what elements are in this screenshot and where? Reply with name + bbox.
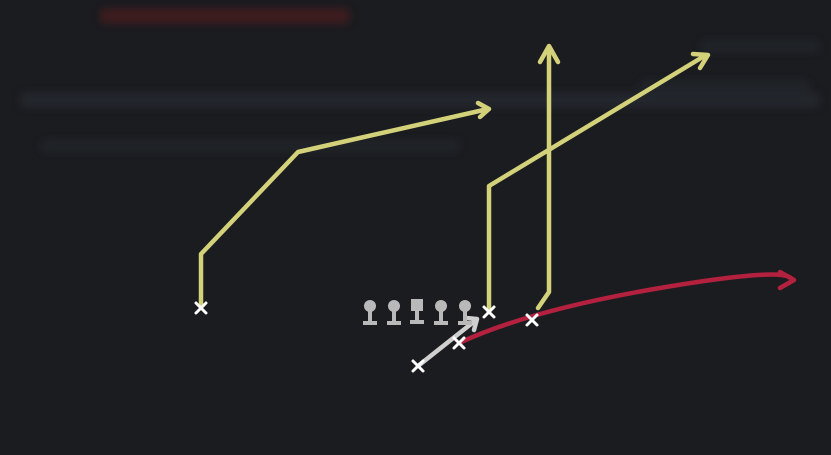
center-stem [415, 311, 419, 320]
right-guard-lineman [434, 300, 448, 325]
left-tackle-lineman [363, 300, 377, 325]
right-tackle-lineman [458, 300, 472, 325]
offensive-line [363, 299, 472, 325]
lineman-circle-icon [459, 300, 471, 312]
x-stroke [194, 301, 208, 315]
wide-left-x-mark-icon [194, 301, 208, 315]
back-motion-end-x-mark-icon [452, 336, 466, 350]
blurred-text-row [40, 140, 460, 152]
lineman-circle-icon [435, 300, 447, 312]
center-lineman [410, 299, 424, 324]
wide-left-route [198, 100, 492, 309]
lineman-base [387, 321, 401, 325]
motion-path [415, 315, 480, 369]
blurred-header-logo [100, 8, 350, 24]
lineman-base [434, 321, 448, 325]
slot-right-route-line [486, 52, 709, 314]
slot-right-x-mark-icon [482, 305, 496, 319]
wing-right-route [535, 43, 561, 311]
lineman-stem [368, 311, 372, 321]
left-guard-lineman [387, 300, 401, 325]
slot-right-route-arrowhead [690, 51, 711, 71]
wing-right-x-mark-icon [525, 313, 539, 327]
wide-left-route-arrowhead [475, 100, 492, 120]
x-stroke [452, 336, 466, 350]
back-route-arrowhead [777, 269, 797, 291]
wing-right-route-arrowhead [537, 43, 561, 65]
lineman-stem [439, 311, 443, 321]
blurred-text-row [700, 40, 820, 52]
back-route [456, 269, 797, 346]
lineman-circle-icon [388, 300, 400, 312]
x-stroke [525, 313, 539, 327]
lineman-base [363, 321, 377, 325]
wide-left-route-line [198, 106, 491, 309]
lineman-circle-icon [364, 300, 376, 312]
motion-path-line [415, 317, 479, 369]
center-square-icon [411, 299, 423, 311]
slot-right-route [486, 51, 711, 314]
motion-path-arrowhead [463, 315, 480, 333]
x-stroke [482, 305, 496, 319]
lineman-base [458, 321, 472, 325]
blurred-text-row [20, 92, 820, 108]
player-marks [194, 301, 539, 373]
center-base [410, 320, 424, 324]
lineman-stem [463, 311, 467, 321]
lineman-stem [392, 311, 396, 321]
blurred-text-row [640, 80, 810, 92]
x-stroke [411, 359, 425, 373]
back-route-line [456, 272, 795, 346]
back-motion-start-x-mark-icon [411, 359, 425, 373]
routes-layer [198, 43, 797, 369]
wing-right-route-line [535, 49, 552, 311]
